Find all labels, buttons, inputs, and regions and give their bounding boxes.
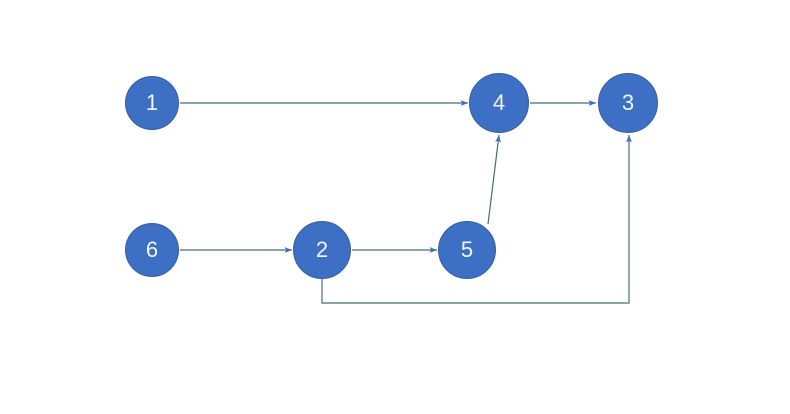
node-label-5: 5: [460, 237, 474, 262]
edge-2-to-3: [321, 134, 632, 304]
node-4[interactable]: 4: [469, 73, 529, 133]
node-label-6: 6: [145, 237, 159, 262]
node-label-1: 1: [145, 90, 159, 115]
node-3[interactable]: 3: [598, 73, 658, 133]
node-6[interactable]: 6: [125, 223, 179, 277]
node-1[interactable]: 1: [125, 76, 179, 130]
node-5[interactable]: 5: [438, 221, 496, 279]
edge-5-to-4: [487, 134, 501, 225]
node-label-4: 4: [492, 90, 506, 115]
node-2[interactable]: 2: [293, 221, 351, 279]
node-label-3: 3: [621, 90, 635, 115]
node-label-2: 2: [315, 237, 329, 262]
